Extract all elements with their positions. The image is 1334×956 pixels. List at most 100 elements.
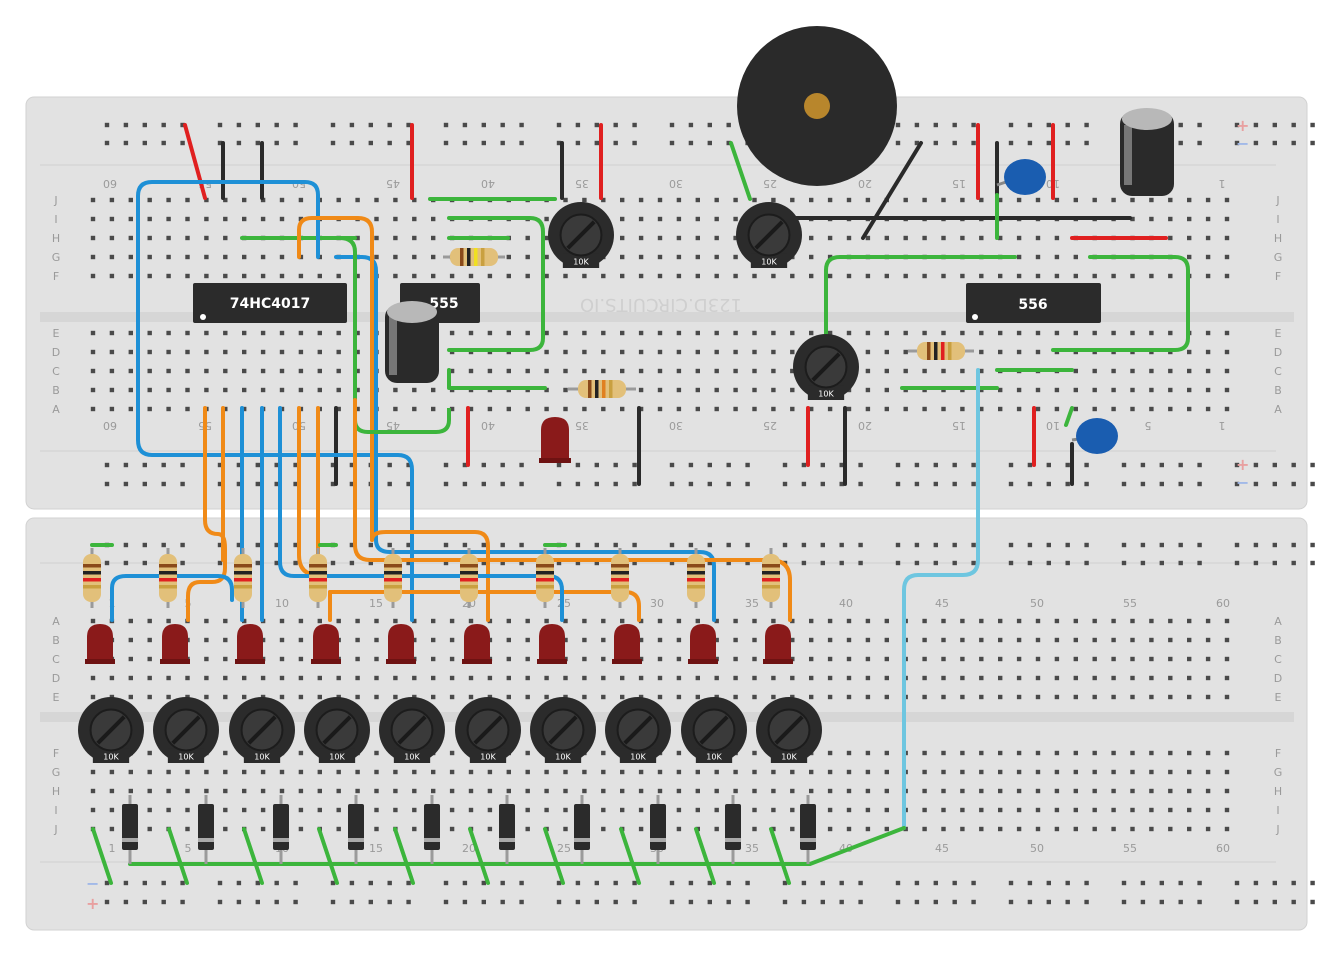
hole[interactable] xyxy=(657,368,663,374)
hole[interactable] xyxy=(1205,788,1211,794)
hole[interactable] xyxy=(809,235,814,241)
rail-hole[interactable] xyxy=(1046,140,1051,146)
rail-hole[interactable] xyxy=(104,462,110,468)
hole[interactable] xyxy=(260,368,266,374)
hole[interactable] xyxy=(431,254,436,260)
rail-hole[interactable] xyxy=(481,122,486,128)
hole[interactable] xyxy=(204,216,209,222)
hole[interactable] xyxy=(393,788,398,794)
hole[interactable] xyxy=(1035,656,1041,662)
rail-hole[interactable] xyxy=(726,880,731,886)
hole[interactable] xyxy=(1224,406,1230,412)
hole[interactable] xyxy=(412,788,417,794)
hole[interactable] xyxy=(1168,406,1173,412)
hole[interactable] xyxy=(147,769,152,775)
hole[interactable] xyxy=(676,387,682,393)
rail-hole[interactable] xyxy=(726,140,731,146)
hole[interactable] xyxy=(1073,330,1078,336)
hole[interactable] xyxy=(147,788,152,794)
rail-hole[interactable] xyxy=(726,899,731,905)
hole[interactable] xyxy=(431,216,436,222)
hole[interactable] xyxy=(998,826,1003,832)
hole[interactable] xyxy=(1054,637,1060,643)
rail-hole[interactable] xyxy=(1310,462,1315,468)
hole[interactable] xyxy=(1016,235,1022,241)
hole[interactable] xyxy=(298,694,304,700)
resistor[interactable] xyxy=(443,248,505,266)
hole[interactable] xyxy=(638,769,644,775)
hole[interactable] xyxy=(147,656,152,662)
rail-hole[interactable] xyxy=(387,462,392,468)
hole[interactable] xyxy=(695,769,700,775)
hole[interactable] xyxy=(790,349,795,355)
rail-hole[interactable] xyxy=(745,481,750,487)
hole[interactable] xyxy=(695,618,700,624)
rail-hole[interactable] xyxy=(688,880,694,886)
hole[interactable] xyxy=(1187,656,1192,662)
hole[interactable] xyxy=(1168,675,1173,681)
hole[interactable] xyxy=(506,694,511,700)
hole[interactable] xyxy=(1205,750,1211,756)
hole[interactable] xyxy=(468,406,474,412)
hole[interactable] xyxy=(846,826,852,832)
hole[interactable] xyxy=(1149,826,1154,832)
hole[interactable] xyxy=(733,197,738,203)
hole[interactable] xyxy=(1187,618,1192,624)
hole[interactable] xyxy=(449,368,455,374)
hole[interactable] xyxy=(223,254,228,260)
hole[interactable] xyxy=(1073,807,1078,813)
rail-hole[interactable] xyxy=(594,880,599,886)
rail-hole[interactable] xyxy=(820,560,825,566)
hole[interactable] xyxy=(109,330,115,336)
rail-hole[interactable] xyxy=(952,542,957,548)
rail-hole[interactable] xyxy=(1008,122,1014,128)
hole[interactable] xyxy=(90,197,96,203)
rail-hole[interactable] xyxy=(1178,560,1183,566)
hole[interactable] xyxy=(1092,826,1097,832)
rail-hole[interactable] xyxy=(895,560,901,566)
hole[interactable] xyxy=(960,675,965,681)
hole[interactable] xyxy=(733,406,738,412)
hole[interactable] xyxy=(90,694,96,700)
hole[interactable] xyxy=(657,788,663,794)
rail-hole[interactable] xyxy=(1272,542,1277,548)
hole[interactable] xyxy=(695,675,700,681)
rail-hole[interactable] xyxy=(1253,122,1259,128)
hole[interactable] xyxy=(128,618,133,624)
hole[interactable] xyxy=(1111,618,1116,624)
potentiometer[interactable]: 10K xyxy=(153,697,219,763)
hole[interactable] xyxy=(109,235,115,241)
hole[interactable] xyxy=(941,750,946,756)
hole[interactable] xyxy=(279,656,285,662)
hole[interactable] xyxy=(1073,254,1078,260)
rail-hole[interactable] xyxy=(236,880,242,886)
rail-hole[interactable] xyxy=(1027,899,1033,905)
rail-hole[interactable] xyxy=(180,140,185,146)
rail-hole[interactable] xyxy=(669,462,675,468)
hole[interactable] xyxy=(1168,197,1173,203)
hole[interactable] xyxy=(657,387,663,393)
hole[interactable] xyxy=(1187,216,1192,222)
hole[interactable] xyxy=(960,618,965,624)
hole[interactable] xyxy=(260,769,266,775)
hole[interactable] xyxy=(884,235,889,241)
hole[interactable] xyxy=(1187,750,1192,756)
hole[interactable] xyxy=(412,387,417,393)
hole[interactable] xyxy=(676,694,682,700)
hole[interactable] xyxy=(525,826,530,832)
hole[interactable] xyxy=(1092,406,1097,412)
hole[interactable] xyxy=(771,197,776,203)
hole[interactable] xyxy=(1168,656,1173,662)
rail-hole[interactable] xyxy=(669,542,675,548)
hole[interactable] xyxy=(393,769,398,775)
rail-hole[interactable] xyxy=(519,481,524,487)
hole[interactable] xyxy=(582,618,587,624)
hole[interactable] xyxy=(147,694,152,700)
hole[interactable] xyxy=(790,637,795,643)
hole[interactable] xyxy=(903,235,908,241)
hole[interactable] xyxy=(1205,368,1211,374)
ceramic-capacitor[interactable] xyxy=(996,159,1046,195)
hole[interactable] xyxy=(1035,637,1041,643)
hole[interactable] xyxy=(1092,637,1097,643)
hole[interactable] xyxy=(1224,254,1230,260)
